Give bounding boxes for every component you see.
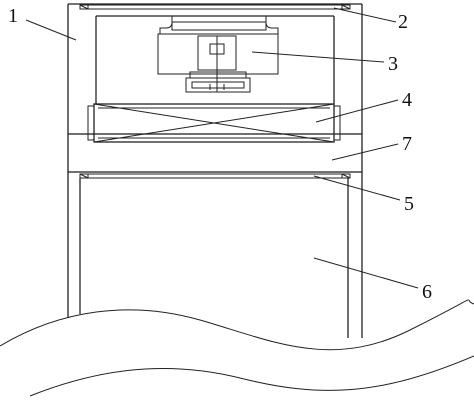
filter-element <box>87 103 341 143</box>
break-lines <box>0 299 474 397</box>
label-1: 1 <box>8 5 18 27</box>
fan-assembly <box>157 16 279 93</box>
label-5: 5 <box>404 193 414 215</box>
label-3: 3 <box>388 53 398 75</box>
label-7: 7 <box>402 133 412 155</box>
label-4: 4 <box>402 89 412 111</box>
label-2: 2 <box>398 11 408 33</box>
lower-body <box>67 172 363 338</box>
inner-housing <box>95 15 335 104</box>
label-6: 6 <box>422 281 432 303</box>
part-labels: 1 2 3 4 7 5 6 <box>8 5 432 303</box>
lower-rail <box>79 173 351 179</box>
outer-frame <box>67 3 363 134</box>
top-rail <box>79 4 351 10</box>
leader-lines <box>25 7 419 289</box>
